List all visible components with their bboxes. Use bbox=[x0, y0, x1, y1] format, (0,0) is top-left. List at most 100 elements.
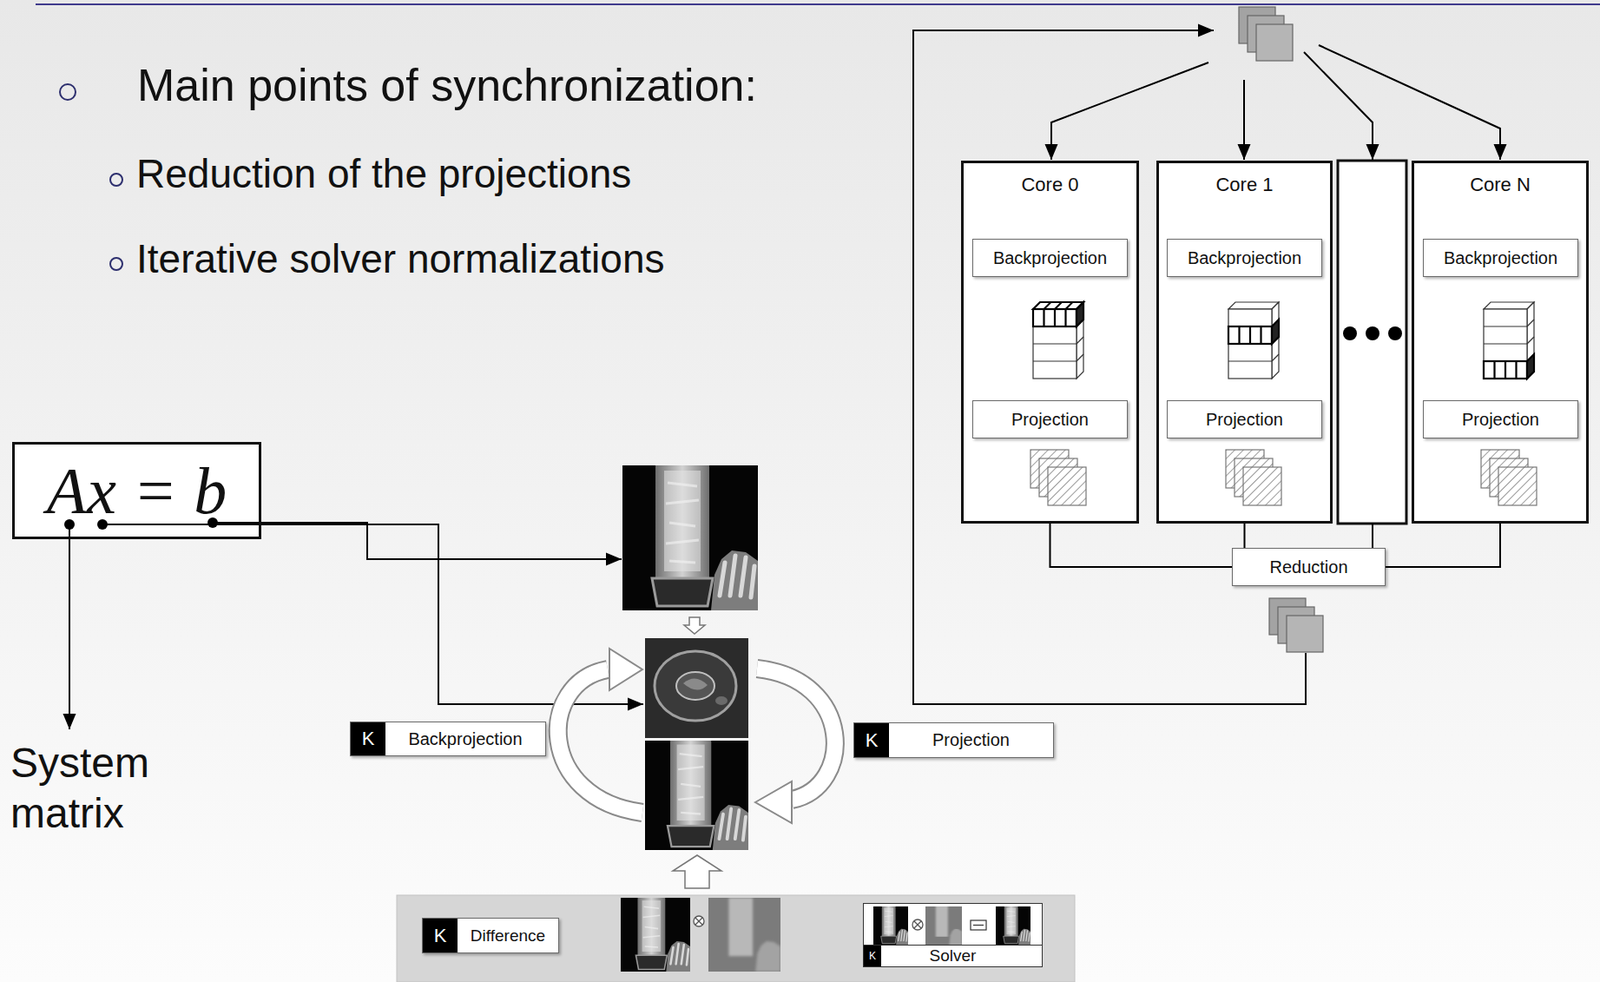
core-title: Core 0 bbox=[963, 173, 1137, 197]
volume-icons bbox=[1483, 302, 1535, 379]
box-grounds bbox=[961, 160, 1140, 524]
kernel-mark: K bbox=[350, 722, 386, 756]
flow-lines bbox=[913, 30, 1306, 705]
box-label: Projection bbox=[888, 723, 1054, 758]
bullet-marks bbox=[59, 84, 123, 270]
reconstruction-images bbox=[645, 740, 749, 850]
bullet-marks bbox=[59, 84, 76, 100]
flow-lines bbox=[1243, 79, 1245, 160]
process-box: Backprojection bbox=[972, 238, 1128, 277]
reconstruction-images bbox=[622, 465, 758, 611]
process-box: Projection bbox=[1166, 400, 1323, 439]
cycle-arrows bbox=[755, 781, 792, 824]
solver-images bbox=[925, 906, 962, 945]
difference-images bbox=[620, 897, 781, 972]
bullet-text: Main points of synchronization: bbox=[137, 59, 758, 112]
bullet-text: Reduction of the projections bbox=[136, 150, 632, 198]
bottom-band bbox=[396, 895, 1075, 982]
box-label: Reduction bbox=[1269, 557, 1348, 578]
header-rule bbox=[35, 3, 1600, 6]
bottom-band bbox=[396, 895, 1075, 982]
process-box: Backprojection bbox=[1422, 238, 1579, 277]
box-grounds bbox=[12, 160, 1589, 540]
solver-images bbox=[995, 906, 1031, 945]
box-label: Difference bbox=[457, 918, 559, 953]
connector bbox=[1244, 523, 1246, 548]
annotation-text: System matrix bbox=[10, 737, 185, 839]
box-label: Backprojection bbox=[385, 722, 546, 756]
ellipsis-column bbox=[1343, 326, 1357, 341]
cycle-arrows bbox=[684, 617, 705, 634]
cycle-arrows bbox=[558, 617, 836, 889]
box-label: Projection bbox=[1205, 409, 1284, 430]
volume-icons bbox=[1033, 302, 1084, 379]
box-label: Backprojection bbox=[1443, 248, 1558, 269]
equation-box: Ax = b bbox=[12, 441, 262, 540]
box-grounds bbox=[1411, 160, 1589, 524]
flow-lines bbox=[1371, 523, 1374, 548]
solver-images bbox=[973, 924, 984, 926]
box-label: Backprojection bbox=[993, 248, 1107, 269]
projection-stacks bbox=[1481, 449, 1537, 506]
projection-stacks bbox=[1225, 449, 1282, 506]
kernel-box: KDifference bbox=[421, 917, 560, 954]
cycle-arrows bbox=[672, 855, 722, 889]
reconstruction-images bbox=[645, 638, 749, 738]
projection-stacks-gray bbox=[1269, 598, 1324, 652]
kernel-box: KBackprojection bbox=[349, 721, 547, 757]
core-box: Core 1 BackprojectionProjection bbox=[1156, 160, 1333, 524]
box-label: Backprojection bbox=[1187, 248, 1302, 269]
ellipsis-column bbox=[1337, 160, 1407, 524]
kernel-mark: K bbox=[854, 723, 889, 758]
box-label: Solver bbox=[881, 945, 1042, 967]
equation-leads bbox=[212, 522, 622, 560]
volume-icons bbox=[1228, 302, 1279, 379]
flow-lines bbox=[1303, 52, 1373, 160]
volume-icons bbox=[1033, 302, 1084, 310]
volume-icons bbox=[1033, 302, 1535, 379]
core-box: Core 0 BackprojectionProjection bbox=[961, 160, 1140, 524]
process-box: Projection bbox=[972, 400, 1128, 439]
volume-icons bbox=[1033, 302, 1084, 327]
cycle-arrows bbox=[609, 648, 643, 691]
difference-images bbox=[693, 915, 705, 927]
projection-stacks-gray bbox=[1238, 6, 1293, 61]
connector bbox=[1050, 523, 1233, 567]
solver-images bbox=[873, 906, 1031, 945]
equation-text: Ax = b bbox=[46, 457, 227, 524]
box-grounds bbox=[1156, 160, 1333, 524]
volume-icons bbox=[1033, 302, 1084, 327]
kernel-box: KProjection bbox=[853, 722, 1054, 758]
bullet-marks bbox=[110, 257, 123, 270]
flow-lines bbox=[1051, 62, 1209, 160]
volume-icons bbox=[1228, 319, 1279, 344]
solver-images bbox=[912, 919, 923, 930]
reconstruction-images bbox=[622, 465, 758, 850]
core-title: Core N bbox=[1414, 173, 1587, 197]
flow-lines bbox=[1318, 45, 1501, 160]
projection-stacks bbox=[1030, 449, 1537, 506]
solver-images bbox=[970, 920, 987, 930]
equation-leads bbox=[102, 524, 644, 705]
equation-leads bbox=[68, 524, 71, 730]
reduction-box: Reduction bbox=[1231, 547, 1386, 587]
cycle-arrows bbox=[757, 668, 836, 800]
volume-icons bbox=[1044, 302, 1074, 310]
bottom-band bbox=[862, 902, 1043, 968]
process-box: Projection bbox=[1422, 400, 1579, 439]
bullet-marks bbox=[110, 173, 123, 186]
bullet-text: Iterative solver normalizations bbox=[136, 235, 665, 283]
cycle-arrows bbox=[757, 668, 836, 800]
solver-label-row: KSolver bbox=[863, 944, 1042, 967]
solver-images bbox=[873, 906, 909, 945]
solver-box: KSolver bbox=[862, 902, 1043, 968]
difference-images bbox=[620, 897, 691, 972]
ellipsis-column bbox=[1337, 160, 1407, 524]
core-title: Core 1 bbox=[1158, 173, 1331, 197]
kernel-mark: K bbox=[863, 945, 882, 967]
volume-icons bbox=[1483, 354, 1535, 379]
cycle-arrows bbox=[558, 669, 643, 813]
